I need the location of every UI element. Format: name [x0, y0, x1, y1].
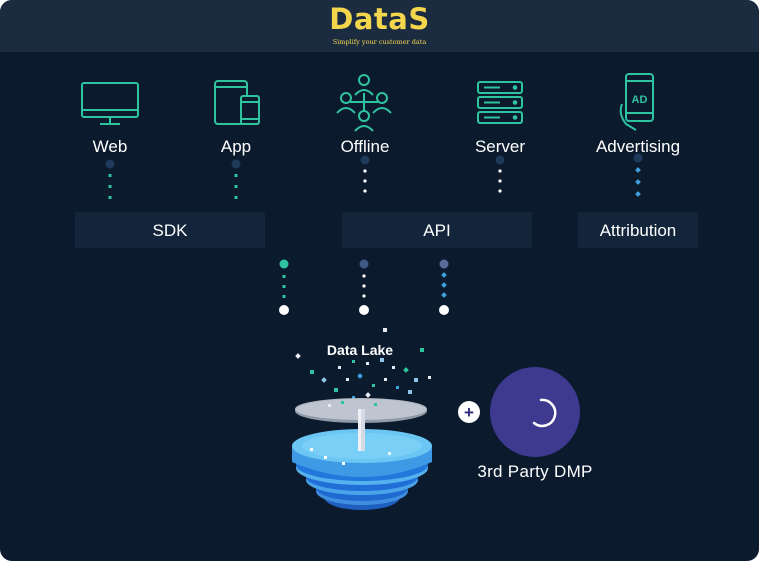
- integration-box-sdk: SDK: [75, 212, 265, 248]
- tablet-phone-icon: [214, 80, 260, 125]
- source-label-offline: Offline: [340, 137, 390, 156]
- data-lake-icon: [292, 328, 432, 510]
- integration-box-api: API: [342, 212, 532, 248]
- people-network-icon: [336, 74, 392, 132]
- ad-phone-icon: AD: [619, 73, 654, 131]
- source-label-app: App: [220, 137, 252, 156]
- source-label-advertising: Advertising: [595, 137, 681, 156]
- plus-symbol: +: [464, 403, 474, 422]
- ad-icon-text: AD: [632, 94, 648, 106]
- dmp-label: 3rd Party DMP: [477, 462, 593, 481]
- brand-tagline: Simplify your customer data: [332, 38, 427, 46]
- brand-logo: DataS: [329, 2, 430, 36]
- server-icon: [477, 81, 523, 124]
- integration-box-attribution: Attribution: [578, 212, 698, 248]
- source-label-web: Web: [92, 137, 128, 156]
- header-bar: DataS Simplify your customer data: [0, 0, 759, 52]
- source-connectors: [105, 153, 643, 199]
- data-lake-label: Data Lake: [326, 342, 394, 358]
- monitor-icon: [81, 82, 139, 125]
- dmp-circle-icon: [490, 367, 580, 457]
- source-label-server: Server: [474, 137, 526, 156]
- lake-connectors: [279, 259, 449, 315]
- plus-badge: +: [458, 401, 480, 423]
